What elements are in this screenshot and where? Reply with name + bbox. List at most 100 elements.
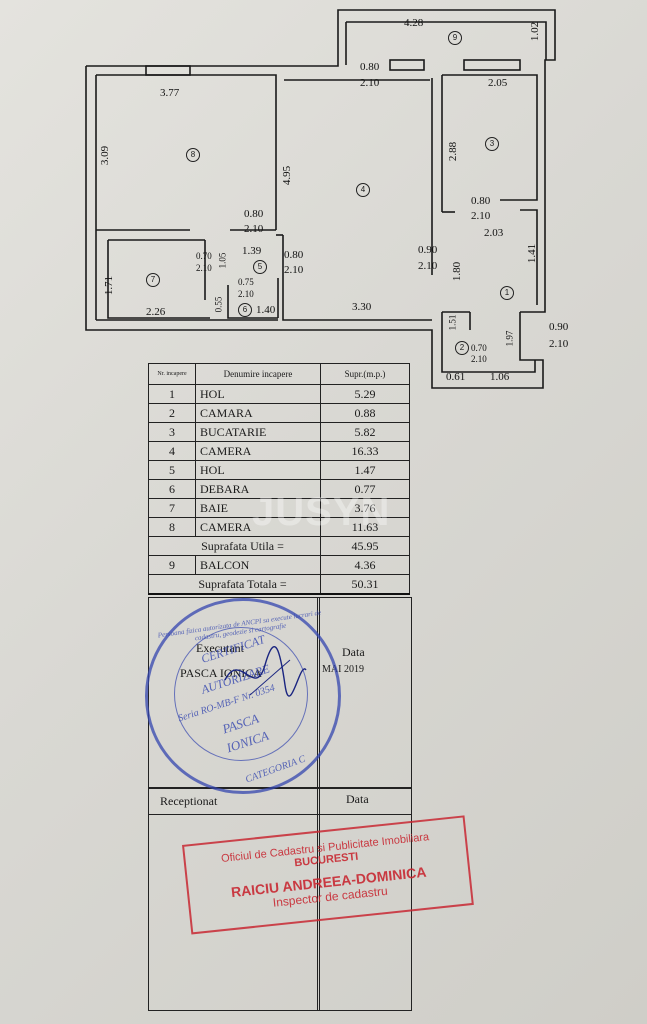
receptionat-label: Receptionat: [160, 794, 218, 808]
room-number: 7: [146, 273, 160, 287]
dim-label: 1.05: [217, 252, 228, 269]
cell-nr: 9: [148, 555, 196, 575]
cell-area: 0.88: [320, 403, 410, 423]
cell-nr: 3: [148, 422, 196, 442]
dim-label: 3.30: [352, 301, 372, 313]
dim-label: 3.77: [160, 87, 180, 99]
dim-label: 2.10: [549, 338, 569, 350]
room-number: 6: [238, 303, 252, 317]
cell-name: BAIE: [195, 498, 321, 518]
dim-label: 2.10: [471, 354, 487, 364]
dim-label: 2.03: [484, 227, 504, 239]
cell-name: DEBARA: [195, 479, 321, 499]
floor-plan: [85, 9, 556, 389]
cell-name: HOL: [195, 460, 321, 480]
room-number: 1: [500, 286, 514, 300]
dim-label: 0.70: [471, 343, 487, 353]
dim-label: 0.75: [238, 277, 254, 287]
dim-label: 2.05: [488, 77, 508, 89]
dim-label: 1.39: [242, 245, 262, 257]
room-number: 2: [455, 341, 469, 355]
dim-label: 2.10: [196, 263, 212, 273]
cell-area: 5.29: [320, 384, 410, 404]
room-number: 3: [485, 137, 499, 151]
dim-label: 1.51: [447, 314, 458, 331]
cell-nr: 6: [148, 479, 196, 499]
cell-name: HOL: [195, 384, 321, 404]
total-value: 50.31: [320, 574, 410, 595]
dim-label: 1.06: [490, 371, 510, 383]
dim-label: 0.80: [360, 61, 380, 73]
dim-label: 2.10: [471, 210, 491, 222]
dim-label: 0.80: [284, 249, 304, 261]
round-stamp: [145, 598, 341, 794]
cell-name: CAMERA: [195, 441, 321, 461]
cell-nr: 8: [148, 517, 196, 537]
cell-nr: 4: [148, 441, 196, 461]
dim-label: 2.10: [244, 223, 264, 235]
rooms-table: Nr. incapere Denumire incapere Supr.(m.p…: [148, 363, 410, 595]
dim-label: 0.55: [213, 296, 224, 313]
data-label-2: Data: [346, 792, 369, 806]
dim-label: 3.09: [99, 145, 112, 166]
table-row-util: Suprafata Utila =45.95: [148, 536, 410, 556]
column-header: Supr.(m.p.): [320, 363, 410, 385]
dim-label: 2.88: [447, 141, 460, 162]
watermark: JUSYN: [252, 490, 391, 534]
dim-label: 0.90: [418, 244, 438, 256]
room-number: 4: [356, 183, 370, 197]
dim-label: 0.70: [196, 251, 212, 261]
dim-label: 4.28: [404, 17, 424, 29]
room-number: 9: [448, 31, 462, 45]
dim-label: 0.80: [471, 195, 491, 207]
util-label: Suprafata Utila =: [148, 536, 321, 556]
dim-label: 1.02: [529, 21, 542, 42]
total-label: Suprafata Totala =: [148, 574, 321, 595]
data-label: Data: [342, 645, 365, 659]
dim-label: 2.10: [238, 289, 254, 299]
dim-label: 0.90: [549, 321, 569, 333]
column-header: Denumire incapere: [195, 363, 321, 385]
dim-label: 1.80: [451, 261, 464, 282]
dim-label: 2.10: [418, 260, 438, 272]
dim-label: 1.97: [504, 330, 515, 347]
dim-label: 1.40: [256, 304, 276, 316]
dim-label: 2.10: [360, 77, 380, 89]
dim-label: 4.95: [281, 165, 294, 186]
room-number: 8: [186, 148, 200, 162]
cell-name: CAMERA: [195, 517, 321, 537]
receptionat-header: [148, 787, 412, 815]
room-number: 5: [253, 260, 267, 274]
cell-area: 4.36: [320, 555, 410, 575]
cell-nr: 7: [148, 498, 196, 518]
cell-nr: 2: [148, 403, 196, 423]
table-header-row: Nr. incapere Denumire incapere Supr.(m.p…: [148, 363, 410, 385]
util-value: 45.95: [320, 536, 410, 556]
cell-name: CAMARA: [195, 403, 321, 423]
cell-area: 5.82: [320, 422, 410, 442]
cell-area: 1.47: [320, 460, 410, 480]
cell-name: BUCATARIE: [195, 422, 321, 442]
signature: [224, 646, 307, 697]
round-stamp-inner: [174, 627, 308, 761]
dim-label: 1.71: [103, 275, 116, 296]
table-row-total: Suprafata Totala =50.31: [148, 574, 410, 595]
column-header: Nr. incapere: [148, 363, 196, 385]
data-value: MAI 2019: [322, 664, 364, 675]
dim-label: 1.41: [526, 243, 539, 264]
cell-name: BALCON: [195, 555, 321, 575]
dim-label: 0.80: [244, 208, 264, 220]
cell-nr: 1: [148, 384, 196, 404]
cell-nr: 5: [148, 460, 196, 480]
cell-area: 16.33: [320, 441, 410, 461]
dim-label: 2.26: [146, 306, 166, 318]
dim-label: 0.61: [446, 371, 466, 383]
